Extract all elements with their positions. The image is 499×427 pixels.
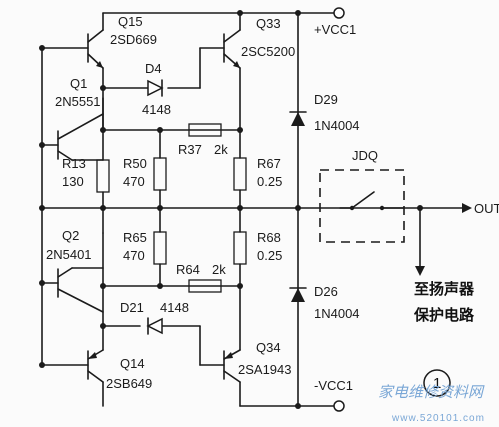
speaker-protect-line2: 保护电路 [413, 306, 475, 324]
r13-value: 130 [62, 174, 84, 189]
resistor-r50-body [153, 157, 167, 191]
transistor-q34-symbol [223, 349, 241, 383]
svg-text:www.520101.com: www.520101.com [391, 413, 485, 424]
out-label: OUT [474, 201, 499, 216]
d4-part: 4148 [142, 102, 171, 117]
r50-ref: R50 [123, 156, 147, 171]
relay-contact-symbol [349, 191, 405, 211]
svg-text:家电维修资料网: 家电维修资料网 [378, 383, 485, 401]
resistor-r64-body [188, 279, 222, 293]
transistor-q14-symbol [87, 349, 104, 383]
r65-value: 470 [123, 248, 145, 263]
r50-value: 470 [123, 174, 145, 189]
diode-d4-symbol [147, 79, 164, 97]
r37-value: 2k [214, 142, 228, 157]
watermark-logo: 家电维修资料网 www.520101.com [378, 383, 485, 424]
r65-ref: R65 [123, 230, 147, 245]
vcc-negative-terminal [333, 400, 345, 412]
q34-ref: Q34 [256, 340, 281, 355]
q14-part: 2SB649 [106, 376, 152, 391]
r64-ref: R64 [176, 262, 200, 277]
figure-number: 1 [433, 375, 441, 392]
relay-label: JDQ [352, 148, 378, 163]
q34-part: 2SA1943 [238, 362, 292, 377]
d29-part: 1N4004 [314, 118, 360, 133]
q15-part: 2SD669 [110, 32, 157, 47]
diode-d26-symbol [289, 287, 307, 302]
relay-jdq-box [319, 169, 405, 243]
diode-d21-symbol [146, 317, 163, 335]
r68-value: 0.25 [257, 248, 282, 263]
transistor-q15-symbol [87, 29, 104, 69]
transistor-q33-symbol [223, 29, 241, 69]
speaker-protect-line1: 至扬声器 [414, 280, 475, 298]
protect-arrow-head [415, 266, 425, 276]
resistor-r13-body [96, 159, 110, 193]
d21-ref: D21 [120, 300, 144, 315]
q33-ref: Q33 [256, 16, 281, 31]
resistor-r65-body [153, 231, 167, 265]
vcc-positive-terminal [333, 7, 345, 19]
junction-dots [39, 10, 423, 409]
diode-d29-symbol [289, 111, 307, 126]
r67-value: 0.25 [257, 174, 282, 189]
vcc-negative-label: -VCC1 [314, 378, 353, 393]
transistor-q2-symbol [57, 267, 104, 313]
d29-ref: D29 [314, 92, 338, 107]
output-arrow [462, 203, 472, 213]
figure-number-circle [423, 369, 451, 397]
resistor-r68-body [233, 231, 247, 265]
vcc-positive-label: +VCC1 [314, 22, 356, 37]
resistor-r67-body [233, 157, 247, 191]
r13-ref: R13 [62, 156, 86, 171]
q2-ref: Q2 [62, 228, 79, 243]
r37-ref: R37 [178, 142, 202, 157]
q1-ref: Q1 [70, 76, 87, 91]
q14-ref: Q14 [120, 356, 145, 371]
resistor-r37-body [188, 123, 222, 137]
d21-part: 4148 [160, 300, 189, 315]
transistor-q1-symbol [57, 113, 104, 161]
d26-part: 1N4004 [314, 306, 360, 321]
r67-ref: R67 [257, 156, 281, 171]
d26-ref: D26 [314, 284, 338, 299]
r68-ref: R68 [257, 230, 281, 245]
q2-part: 2N5401 [46, 247, 92, 262]
q33-part: 2SC5200 [241, 44, 295, 59]
q15-ref: Q15 [118, 14, 143, 29]
d4-ref: D4 [145, 61, 162, 76]
r64-value: 2k [212, 262, 226, 277]
q1-part: 2N5551 [55, 94, 101, 109]
